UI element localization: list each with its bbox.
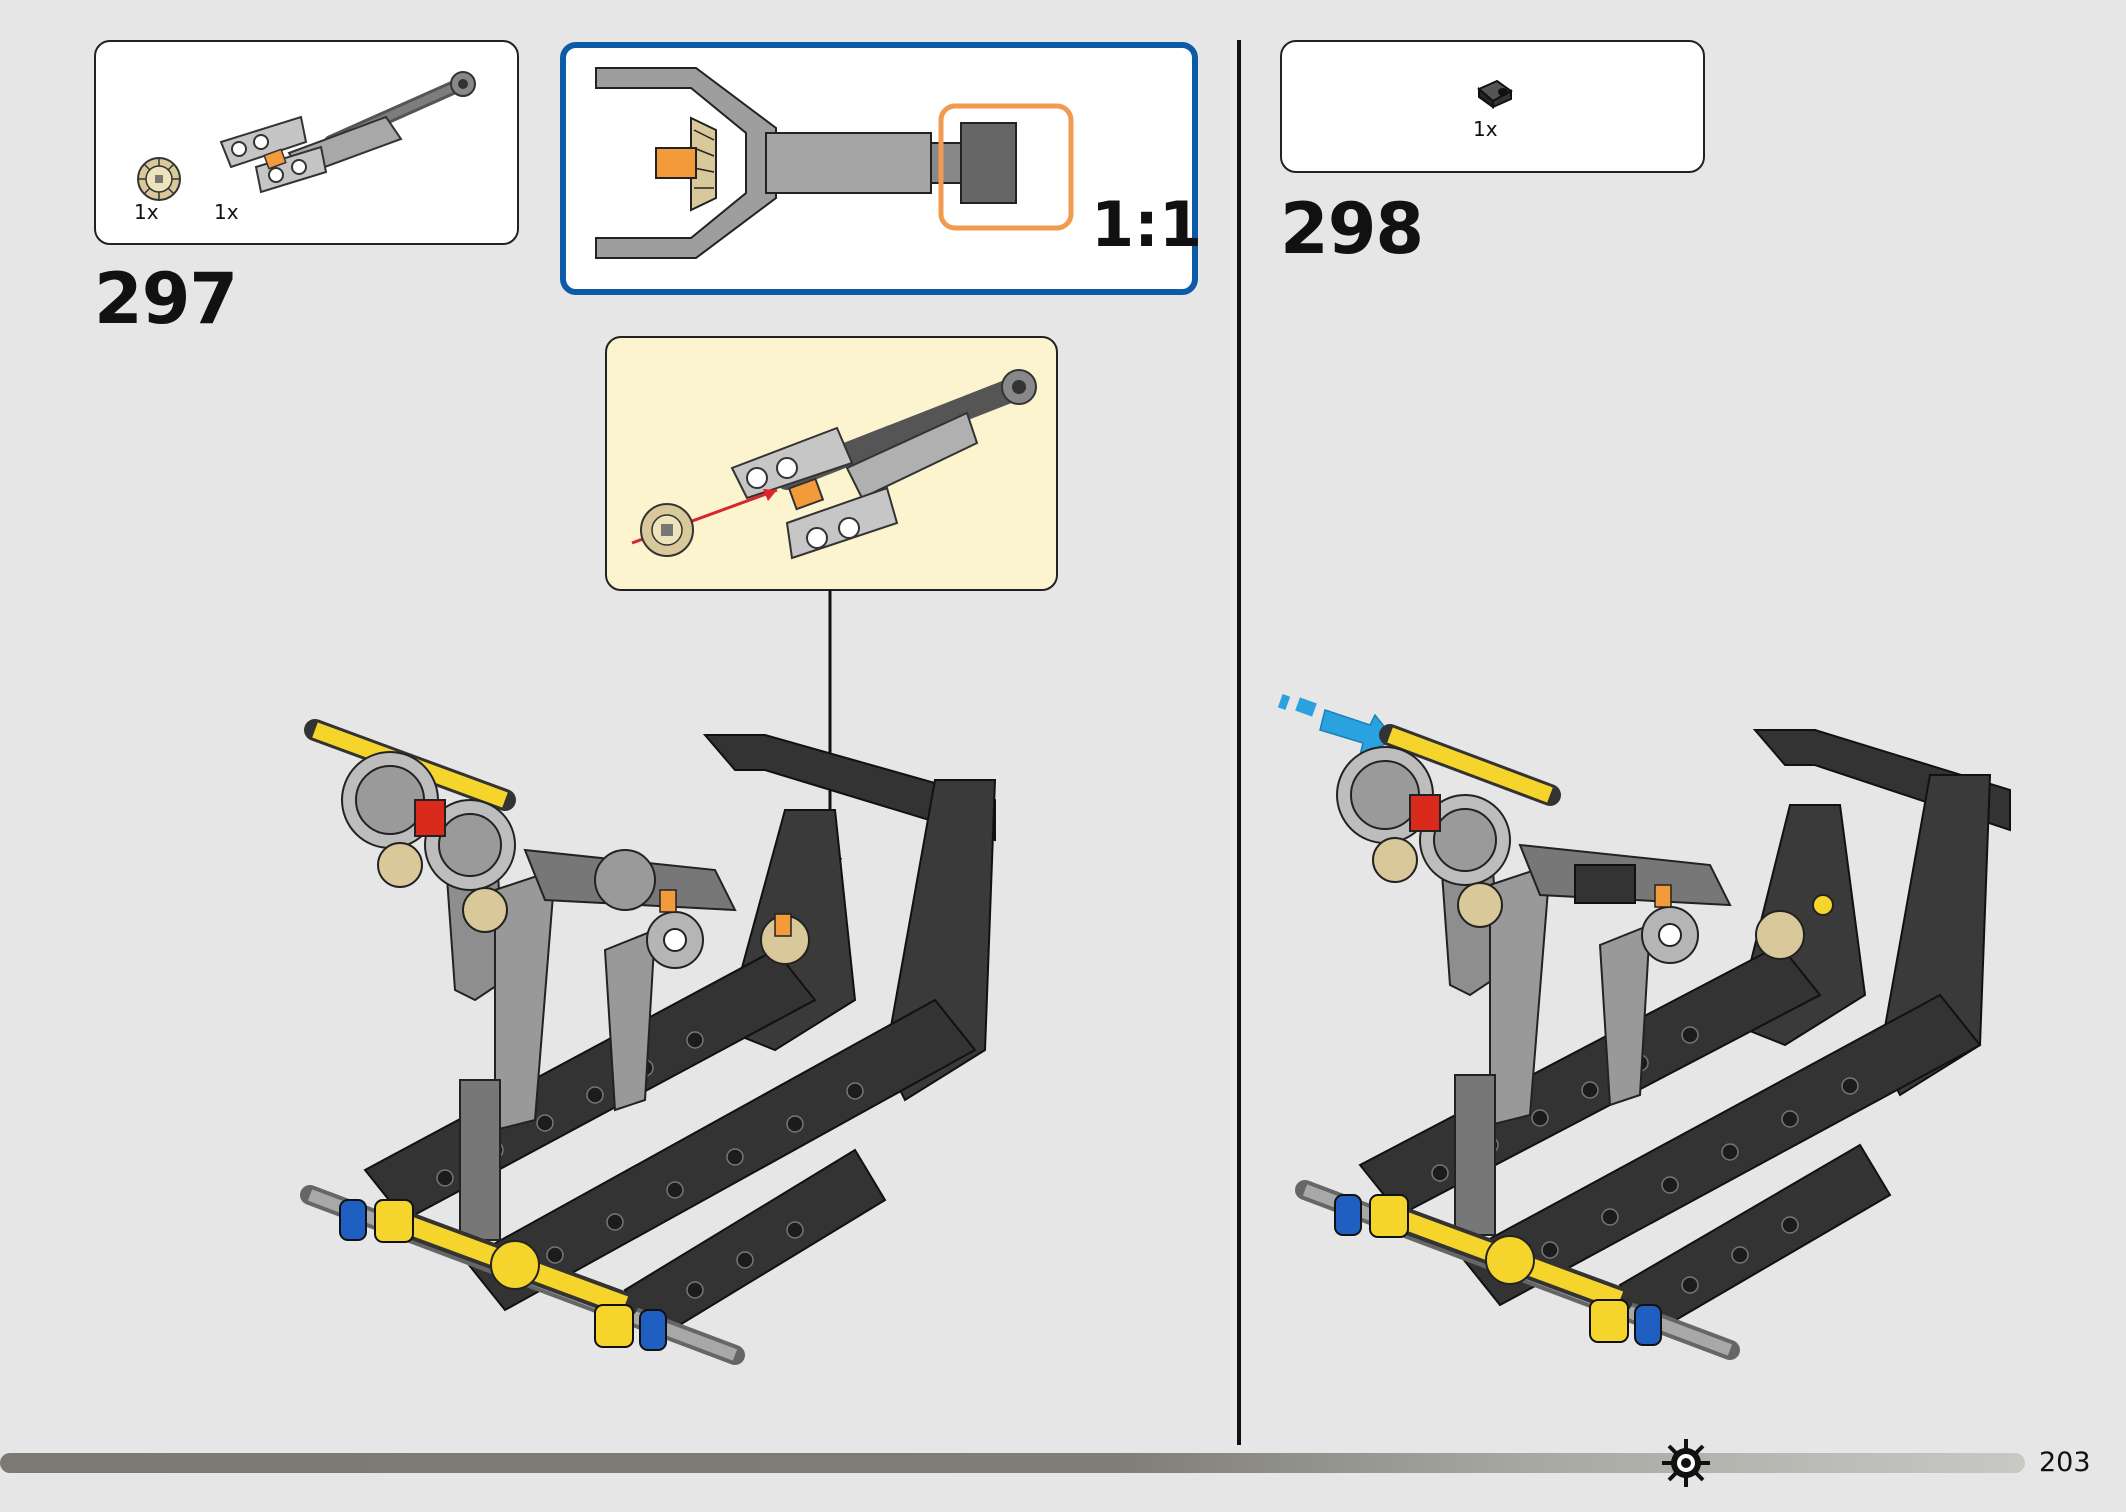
part-qty-bush: 1x	[1473, 117, 1498, 141]
part-qty-shock: 1x	[214, 200, 239, 224]
step-298-model	[1277, 694, 2011, 1360]
zoom-shock-part	[595, 67, 1074, 259]
part-qty-gear: 1x	[134, 200, 159, 224]
black-bush-icon	[1477, 79, 1513, 109]
step-divider	[1237, 40, 1241, 1445]
gear-icon	[1662, 1439, 1710, 1487]
zoom-scale-label: 1:1	[1091, 188, 1203, 261]
step-298-parts-list: 1x	[1280, 40, 1705, 173]
zoom-detail-box: 1:1	[560, 42, 1202, 295]
callout-assembly-drawing	[631, 369, 1037, 560]
step-297-model	[300, 719, 997, 1365]
page-number: 203	[2039, 1447, 2091, 1478]
step-297-parts-list: 1x 1x	[94, 40, 519, 245]
sub-assembly-callout	[605, 336, 1058, 591]
page-progress-bar	[0, 1453, 2025, 1473]
tan-bevel-gear-icon	[137, 157, 181, 201]
shock-absorber-assembly-icon	[219, 71, 476, 194]
step-number-297: 297	[94, 258, 238, 340]
step-number-298: 298	[1280, 188, 1424, 270]
